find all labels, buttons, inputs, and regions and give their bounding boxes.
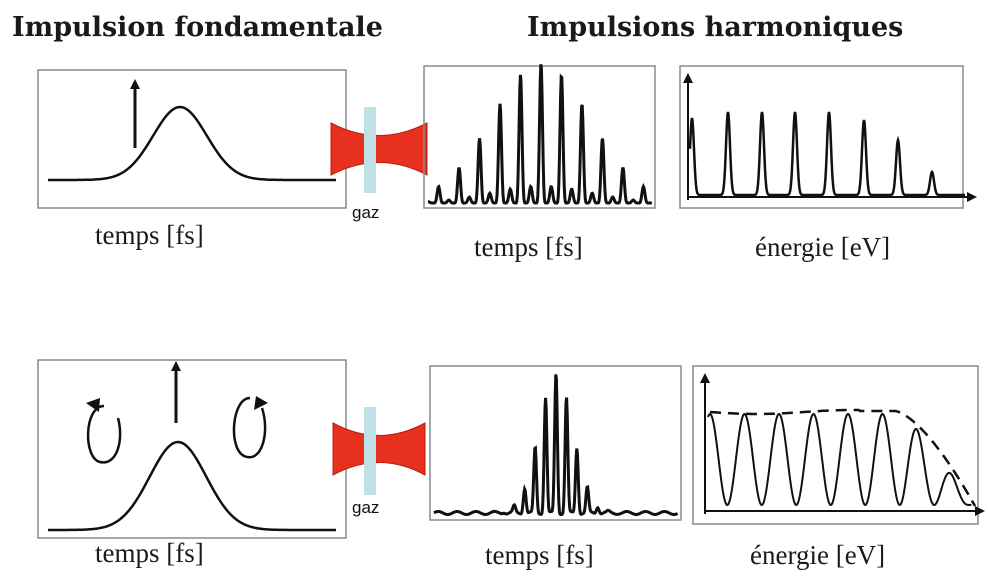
fundamental-gaussian-curve bbox=[48, 440, 336, 532]
panel-frame bbox=[679, 65, 964, 209]
harmonic-spectrum-panel-2 bbox=[692, 365, 985, 525]
row1-time-caption: temps [fs] bbox=[474, 232, 583, 262]
harmonic-peaks-curve bbox=[688, 111, 965, 197]
row1-fundamental-caption: temps [fs] bbox=[95, 220, 204, 250]
gas-jet-icon bbox=[364, 407, 376, 495]
harmonic-time-panel-1 bbox=[423, 64, 656, 209]
panel-frame bbox=[429, 365, 682, 521]
rotating-polarization-right-icon bbox=[232, 396, 267, 459]
row2-energy-caption: énergie [eV] bbox=[750, 540, 886, 570]
heading-harmonic: Impulsions harmoniques bbox=[527, 12, 904, 43]
harmonic-spectrum-panel-1 bbox=[679, 65, 977, 209]
rotating-arrowhead-right bbox=[254, 396, 268, 410]
heading-fundamental: Impulsion fondamentale bbox=[12, 12, 383, 43]
row2-gas-label: gaz bbox=[352, 498, 380, 517]
panel-frame bbox=[37, 69, 347, 209]
panel-frame bbox=[692, 365, 979, 525]
focus-gas-jet-2 bbox=[332, 407, 426, 495]
fundamental-pulse-panel-1 bbox=[37, 69, 347, 209]
isolated-attosecond-pulse-curve bbox=[433, 374, 679, 516]
fundamental-gaussian-curve bbox=[48, 105, 336, 182]
focused-beam-icon bbox=[330, 122, 428, 176]
dashed-envelope-curve bbox=[709, 408, 977, 507]
fundamental-pulse-panel-2 bbox=[37, 359, 347, 539]
row2-fundamental-caption: temps [fs] bbox=[95, 538, 204, 568]
focus-gas-jet-1 bbox=[330, 107, 428, 193]
row1-energy-caption: énergie [eV] bbox=[755, 232, 891, 262]
gas-jet-icon bbox=[364, 107, 376, 193]
focused-beam-icon bbox=[332, 422, 426, 476]
attosecond-pulse-train-curve bbox=[428, 64, 653, 205]
rotating-arrowhead-left bbox=[86, 398, 100, 412]
row1-gas-label: gaz bbox=[352, 203, 380, 222]
row2-time-caption: temps [fs] bbox=[485, 540, 594, 570]
harmonic-time-panel-2 bbox=[429, 365, 682, 521]
continuum-oscillation-curve bbox=[707, 412, 972, 507]
rotating-polarization-left-icon bbox=[86, 404, 122, 464]
panel-frame bbox=[37, 359, 347, 539]
